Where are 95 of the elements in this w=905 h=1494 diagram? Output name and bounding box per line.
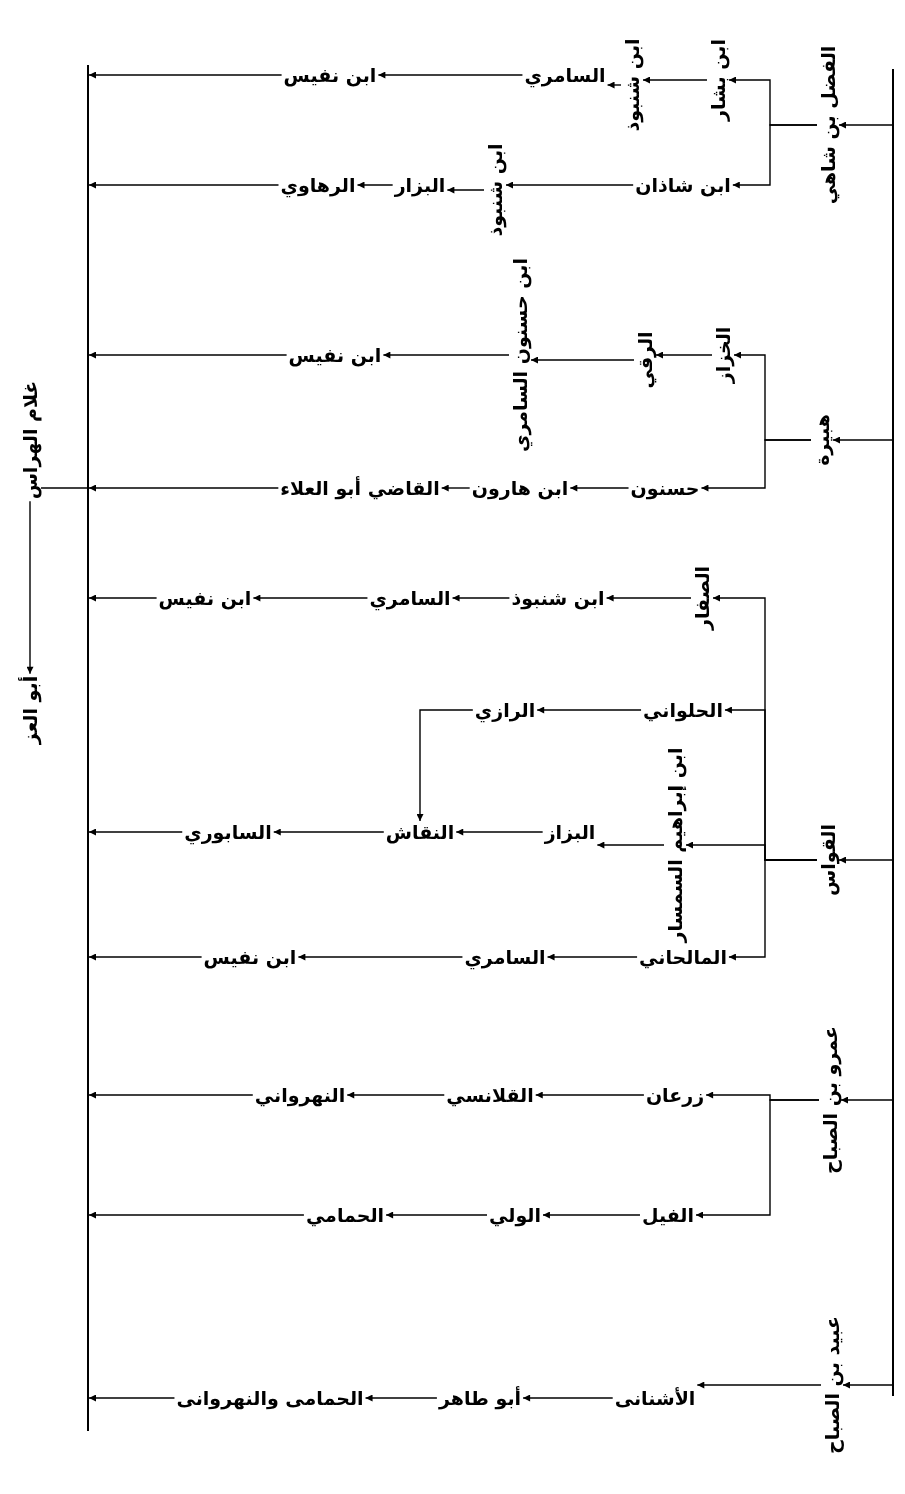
arrow bbox=[695, 1099, 820, 1219]
arrow bbox=[696, 1381, 822, 1389]
name-label: الفيل bbox=[640, 1204, 696, 1226]
arrow bbox=[88, 1211, 305, 1219]
arrow bbox=[455, 828, 544, 836]
arrow bbox=[416, 709, 474, 822]
name-label: الحمامى والنهروانى bbox=[174, 1387, 366, 1409]
name-label: السامري bbox=[462, 946, 548, 968]
name-label: الحلواني bbox=[641, 699, 725, 721]
name-label: البزار bbox=[392, 174, 448, 196]
vertical-line bbox=[892, 68, 894, 1396]
name-label: السامري bbox=[522, 64, 608, 86]
arrow bbox=[26, 500, 34, 675]
name-label: زرعان bbox=[643, 1084, 707, 1106]
name-label: ابن بشار bbox=[707, 37, 729, 123]
arrow bbox=[88, 953, 203, 961]
name-label: غلام الهراس bbox=[19, 378, 41, 502]
name-label: الخزاز bbox=[712, 324, 734, 386]
arrow bbox=[642, 76, 708, 84]
arrow bbox=[88, 71, 283, 79]
arrow bbox=[446, 186, 485, 194]
name-label: أبو طاهر bbox=[436, 1387, 524, 1409]
arrow bbox=[273, 828, 385, 836]
name-label: النقاش bbox=[383, 821, 457, 843]
arrow bbox=[542, 1211, 641, 1219]
name-label: ابن شاذان bbox=[633, 174, 733, 196]
arrow bbox=[596, 841, 665, 849]
arrow bbox=[832, 436, 893, 444]
arrow bbox=[536, 706, 642, 714]
name-label: السابوري bbox=[182, 821, 274, 843]
name-label: ابن نفيس bbox=[201, 946, 299, 968]
name-label: أبو العز bbox=[19, 673, 41, 747]
arrow bbox=[346, 1091, 445, 1099]
arrow bbox=[700, 439, 812, 492]
arrow bbox=[522, 1394, 614, 1402]
name-label: الرازي bbox=[472, 699, 538, 721]
arrow bbox=[88, 1394, 176, 1402]
name-label: حسنون bbox=[628, 477, 702, 499]
name-label: الولي bbox=[487, 1204, 543, 1226]
name-label: القلانسي bbox=[444, 1084, 536, 1106]
name-label: السامري bbox=[367, 587, 453, 609]
vertical-line bbox=[87, 65, 89, 1431]
arrow bbox=[88, 594, 158, 602]
name-label: الفضل بن شاهي bbox=[817, 43, 839, 207]
arrow bbox=[385, 1211, 488, 1219]
name-label: هبيرة bbox=[811, 412, 833, 468]
arrow bbox=[356, 181, 394, 189]
arrow bbox=[606, 81, 622, 89]
arrow bbox=[440, 484, 471, 492]
name-label: عبيد بن الصباح bbox=[821, 1314, 843, 1456]
arrow bbox=[88, 484, 280, 492]
arrow bbox=[88, 828, 183, 836]
arrow bbox=[546, 953, 638, 961]
arrow bbox=[88, 1091, 254, 1099]
name-label: ابن شنبوذ bbox=[621, 36, 643, 134]
arrow bbox=[728, 859, 818, 961]
name-label: ابن إبراهيم السمسار bbox=[664, 745, 686, 945]
name-label: ابن نفيس bbox=[156, 587, 254, 609]
name-label: الرهاوي bbox=[278, 174, 358, 196]
arrow bbox=[838, 856, 893, 864]
name-label: الصفار bbox=[691, 563, 713, 633]
name-label: ابن نفيس bbox=[281, 64, 379, 86]
arrow bbox=[451, 594, 511, 602]
arrow bbox=[838, 121, 893, 129]
arrow bbox=[364, 1394, 438, 1402]
name-label: ابن شنبوذ bbox=[509, 587, 607, 609]
name-label: المالحاني bbox=[637, 946, 729, 968]
arrow bbox=[840, 1096, 893, 1104]
name-label: ابن نفيس bbox=[286, 344, 384, 366]
name-label: ابن شنبوذ bbox=[484, 141, 506, 239]
arrow bbox=[297, 953, 464, 961]
name-label: ابن هارون bbox=[469, 477, 571, 499]
name-label: النهرواني bbox=[252, 1084, 348, 1106]
arrow bbox=[530, 356, 635, 364]
name-label: القاضي أبو العلاء bbox=[278, 477, 442, 499]
name-label: البزاز bbox=[542, 821, 598, 843]
arrow bbox=[88, 351, 288, 359]
arrow bbox=[605, 594, 692, 602]
arrow bbox=[732, 124, 818, 189]
arrow bbox=[382, 351, 510, 359]
arrow bbox=[569, 484, 630, 492]
name-label: الحمامي bbox=[303, 1204, 387, 1226]
arrow bbox=[88, 181, 280, 189]
name-label: القواس bbox=[817, 822, 839, 898]
name-label: عمرو بن الصباح bbox=[819, 1024, 841, 1176]
arrow bbox=[535, 1091, 645, 1099]
name-label: الرقي bbox=[634, 329, 656, 391]
name-label: ابن حسنون السامري bbox=[509, 256, 531, 454]
arrow bbox=[655, 351, 713, 359]
name-label: الأشنانى bbox=[612, 1387, 698, 1409]
arrow bbox=[842, 1381, 893, 1389]
arrow bbox=[252, 594, 369, 602]
connector-line bbox=[40, 487, 88, 489]
arrow bbox=[505, 181, 634, 189]
arrow bbox=[377, 71, 524, 79]
